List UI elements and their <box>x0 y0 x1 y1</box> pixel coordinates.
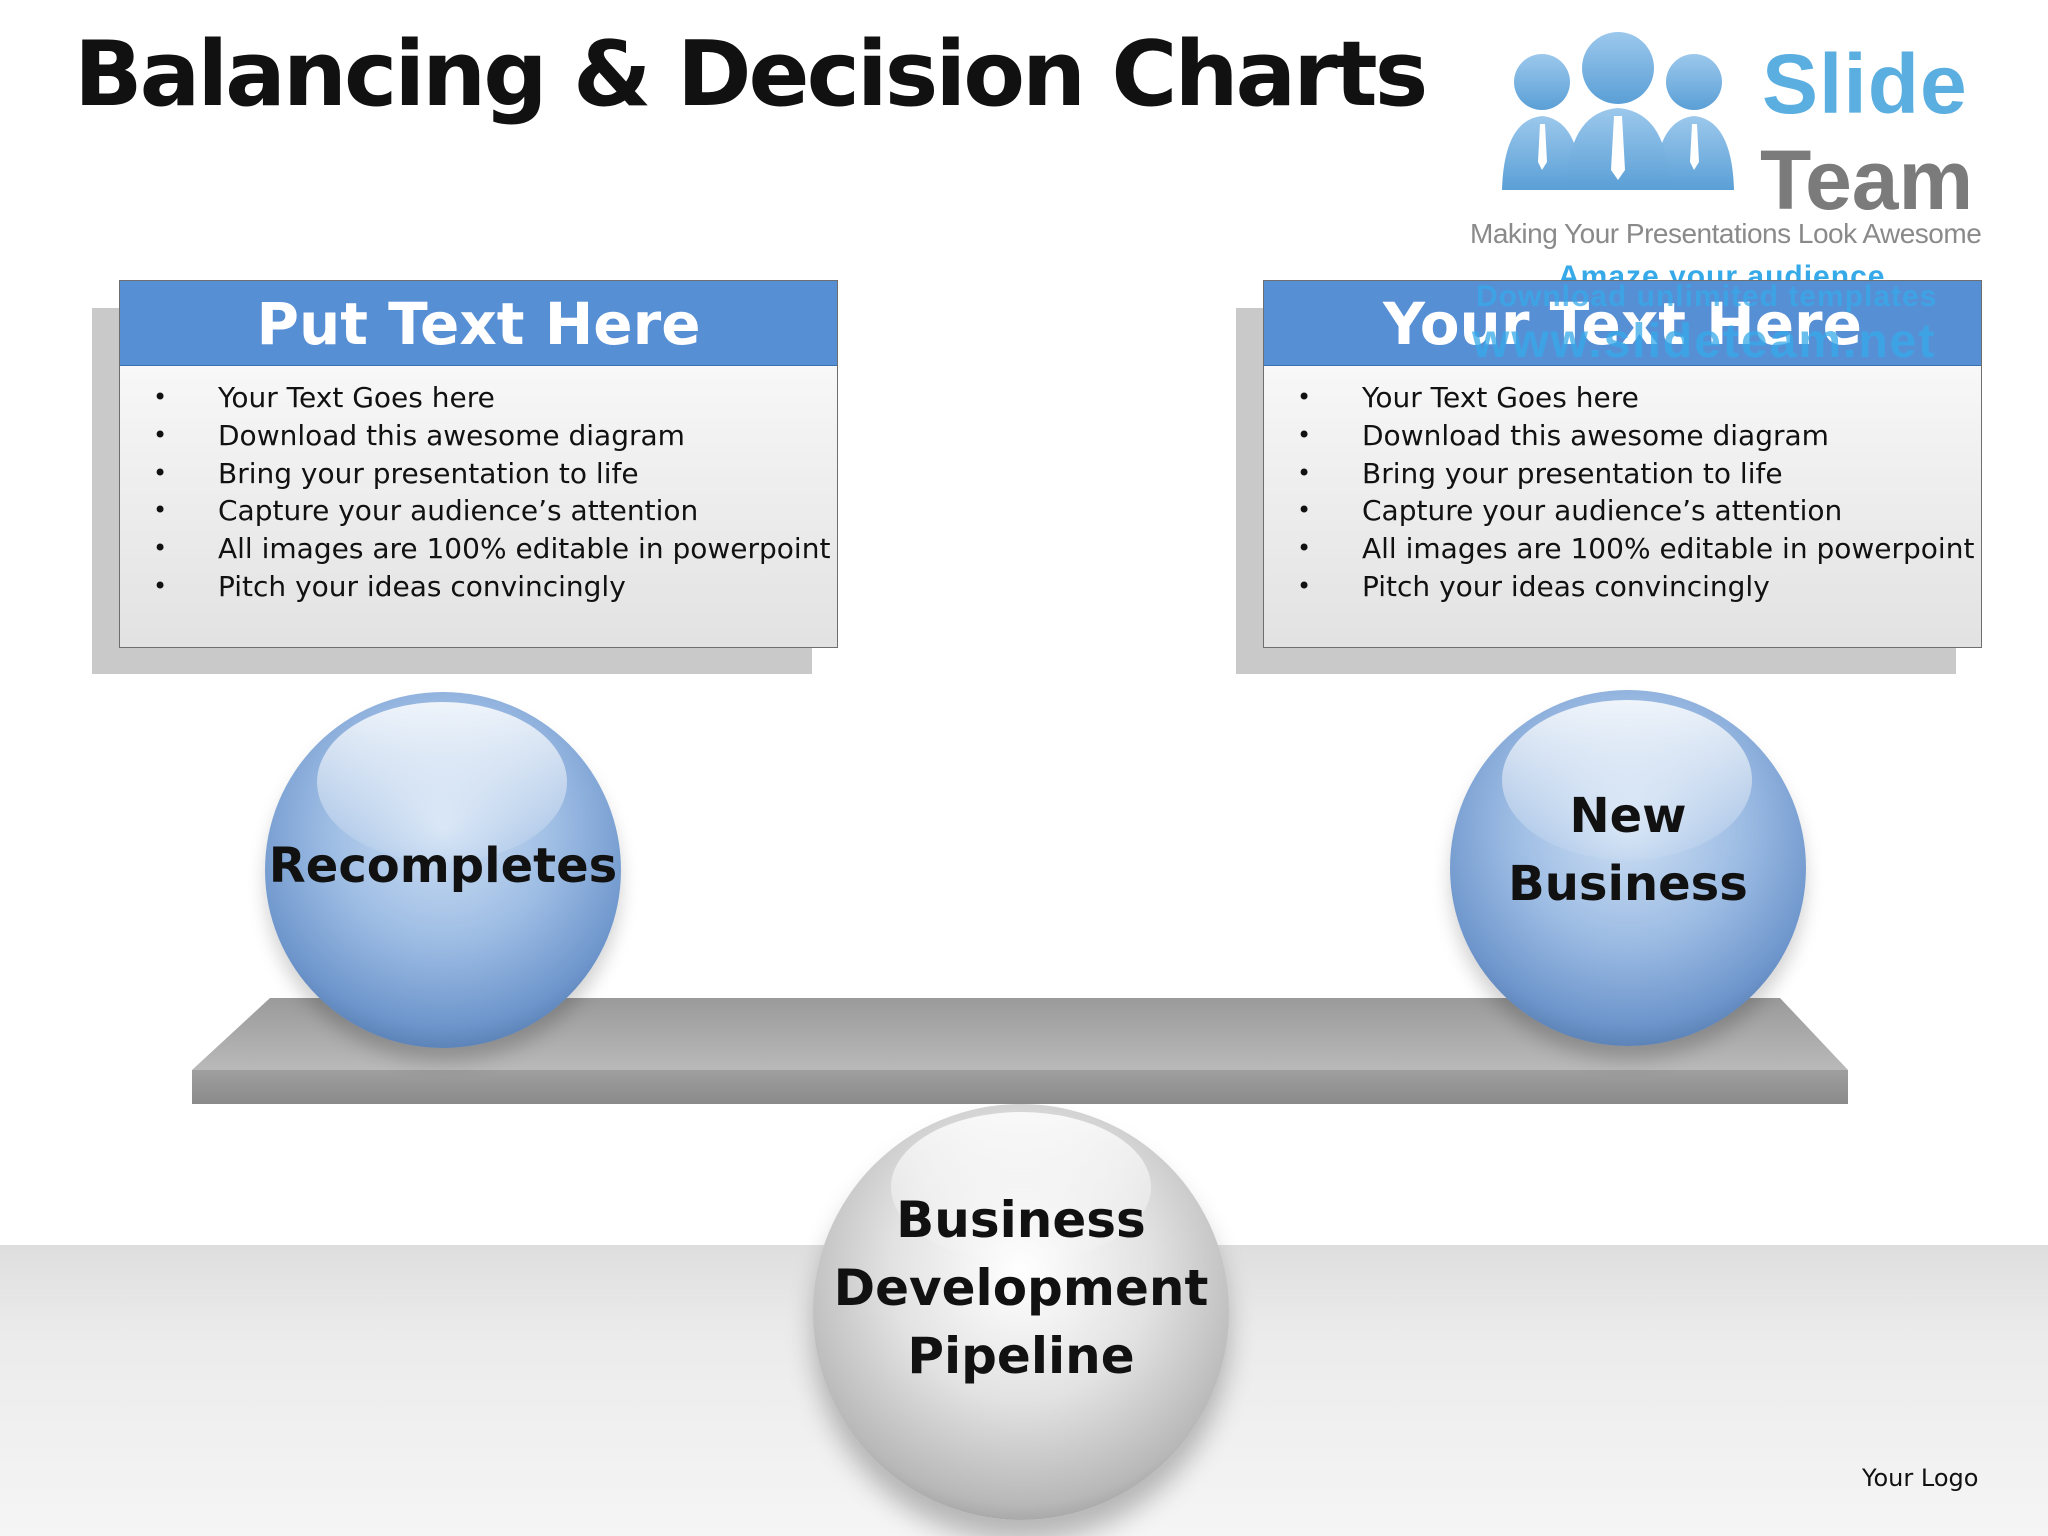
right-ball: New Business <box>1450 690 1806 1046</box>
left-text-box: Put Text Here •Your Text Goes here •Down… <box>119 280 838 648</box>
logo-url-text: www.slideteam.net <box>1472 315 1937 368</box>
list-item: •All images are 100% editable in powerpo… <box>1297 532 1975 566</box>
slide-title: Balancing & Decision Charts <box>74 22 1428 127</box>
logo-download-text: Download unlimited templates <box>1476 280 1938 313</box>
list-item: •Download this awesome diagram <box>1297 418 1829 452</box>
list-item: •Your Text Goes here <box>1297 381 1639 414</box>
logo-word-team: Team <box>1760 133 1974 227</box>
fulcrum-ball-label: Business Development Pipeline <box>833 1191 1209 1385</box>
right-text-box: Your Text Here •Your Text Goes here •Dow… <box>1263 280 1982 648</box>
left-box-heading: Put Text Here <box>120 281 837 366</box>
people-icon <box>1502 32 1734 190</box>
left-ball: Recompletes <box>265 692 621 1048</box>
right-box-heading: Your Text Here <box>1264 281 1981 366</box>
left-ball-gloss <box>317 702 567 862</box>
logo-tagline: Making Your Presentations Look Awesome <box>1470 218 1982 249</box>
list-item: •Your Text Goes here <box>153 381 495 414</box>
right-ball-label: New Business <box>1508 788 1748 912</box>
logo-word-slide: Slide <box>1762 37 1968 131</box>
list-item: •Bring your presentation to life <box>153 456 639 490</box>
fulcrum-ball-gloss <box>891 1112 1151 1262</box>
right-ball-gloss <box>1502 700 1752 860</box>
list-item: •Download this awesome diagram <box>153 418 685 452</box>
list-item: •Pitch your ideas convincingly <box>1297 569 1770 603</box>
list-item: •Bring your presentation to life <box>1297 456 1783 490</box>
footer-logo-placeholder: Your Logo <box>1862 1464 1979 1492</box>
left-ball-label: Recompletes <box>268 838 618 894</box>
balance-beam <box>192 998 1848 1104</box>
left-bullet-list: •Your Text Goes here •Download this awes… <box>120 379 830 606</box>
right-bullet-list: •Your Text Goes here •Download this awes… <box>1264 379 1974 606</box>
fulcrum-ball: Business Development Pipeline <box>813 1104 1229 1520</box>
list-item: •All images are 100% editable in powerpo… <box>153 532 831 566</box>
list-item: •Pitch your ideas convincingly <box>153 569 626 603</box>
list-item: •Capture your audience’s attention <box>153 494 699 528</box>
list-item: •Capture your audience’s attention <box>1297 494 1843 528</box>
